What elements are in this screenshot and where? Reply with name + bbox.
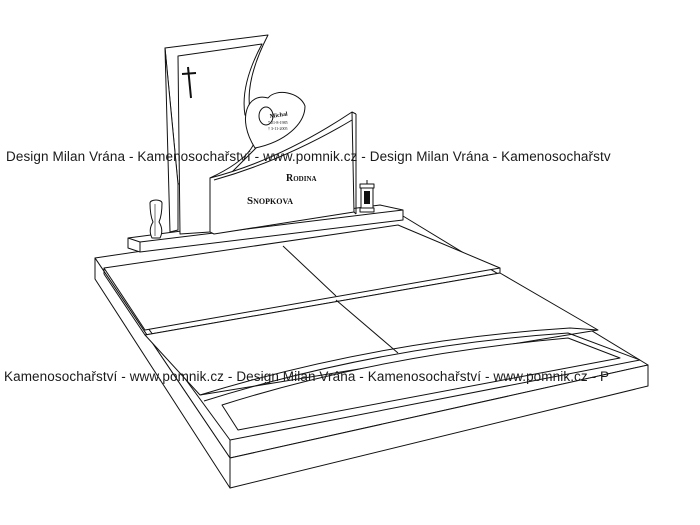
cover-slabs bbox=[103, 224, 641, 431]
family-line-2: Snopkova bbox=[247, 195, 293, 207]
headstone bbox=[164, 34, 357, 235]
vase-icon bbox=[149, 199, 163, 239]
heart-shape bbox=[245, 91, 306, 149]
watermark-line-1: Design Milan Vrána - Kamenosochařství - … bbox=[6, 149, 611, 164]
watermark-line-2: Kamenosochařství - www.pomnik.cz - Desig… bbox=[4, 369, 610, 384]
birth-date: * 21-8-1985 bbox=[268, 120, 288, 125]
cross-icon bbox=[181, 66, 197, 99]
death-date: † 3-11-2005 bbox=[268, 126, 288, 131]
family-line-1: Rodina bbox=[286, 173, 317, 184]
inscription: Michal * 21-8-1985 † 3-11-2005 Rodina Sn… bbox=[247, 111, 317, 207]
lantern-icon bbox=[359, 180, 375, 213]
portrait-oval bbox=[258, 106, 274, 126]
deceased-name: Michal bbox=[269, 111, 288, 119]
plinth bbox=[127, 204, 404, 253]
